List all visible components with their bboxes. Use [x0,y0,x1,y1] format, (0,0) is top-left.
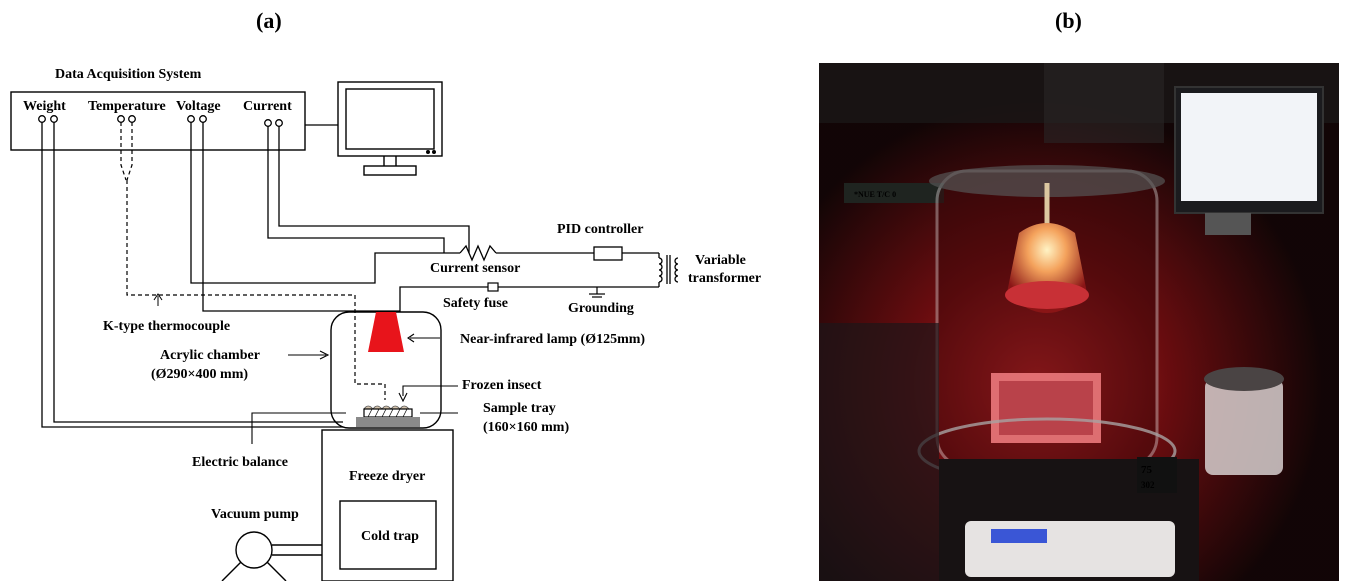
vacuum-pump [221,531,322,581]
channel-weight: Weight [23,99,66,114]
svg-text:*NUE T/C 0: *NUE T/C 0 [854,190,896,199]
svg-text:302: 302 [1141,480,1155,490]
daq-title: Data Acquisition System [55,67,202,82]
pid-label: PID controller [557,222,643,237]
channel-temperature: Temperature [88,99,166,114]
grounding-symbol [589,287,605,298]
electric-balance-label: Electric balance [192,455,288,470]
grounding-label: Grounding [568,301,634,316]
voltage-wires [190,122,488,312]
thermocouple-label: K-type thermocouple [103,319,230,334]
variable-transformer [658,253,679,287]
experiment-photo: *NUE T/C 0 75 302 [819,63,1339,581]
daq-box [10,91,306,151]
photo-illustration: *NUE T/C 0 75 302 [819,63,1339,581]
cold-trap [339,500,437,570]
schematic-diagram: Data Acquisition System Weight Temperatu… [10,67,761,581]
freeze-dryer-label: Freeze dryer [349,469,425,484]
current-wires [267,126,470,253]
near-infrared-lamp [368,312,404,352]
monitor [337,81,443,176]
freeze-dryer [321,429,454,581]
channel-voltage: Voltage [176,99,221,114]
pid-box [593,246,623,261]
thermocouple-wire [120,122,386,400]
panel-label-b: (b) [1055,8,1082,33]
frozen-insect-label: Frozen insect [462,378,542,393]
transformer-label-1: Variable [695,253,746,268]
sample-tray-label-2: (160×160 mm) [483,420,569,435]
safety-fuse [487,282,499,292]
sample-tray-label-1: Sample tray [483,401,556,416]
acrylic-chamber-label-1: Acrylic chamber [160,348,260,363]
acrylic-chamber-label-2: (Ø290×400 mm) [151,367,248,382]
nir-lamp-label: Near-infrared lamp (Ø125mm) [460,332,645,347]
panel-label-a: (a) [256,8,282,33]
vacuum-pump-label: Vacuum pump [211,507,299,522]
photo-pid-display [1137,457,1177,493]
photo-transformer [1205,379,1283,475]
svg-text:75: 75 [1141,464,1153,476]
daq-terminals [38,115,283,127]
transformer-label-2: transformer [688,271,761,286]
current-sensor-label: Current sensor [430,261,520,276]
safety-fuse-label: Safety fuse [443,296,508,311]
balance-pad [356,417,420,427]
channel-current: Current [243,99,292,114]
frozen-insect [363,405,410,410]
weight-wires [41,122,343,428]
cold-trap-label: Cold trap [361,529,419,544]
current-sensor-resistor [459,244,497,262]
